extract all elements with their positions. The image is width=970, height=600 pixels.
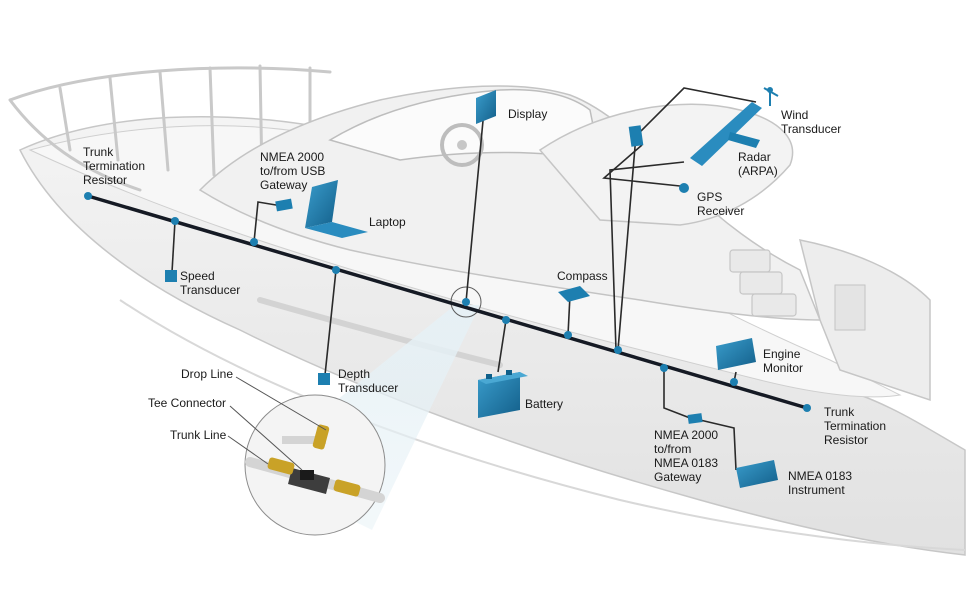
tee-connector-shape <box>288 468 330 494</box>
label-engine-monitor: Engine Monitor <box>763 347 804 375</box>
label-battery: Battery <box>525 397 564 411</box>
label-laptop: Laptop <box>369 215 406 229</box>
label-trunk-line: Trunk Line <box>170 428 227 442</box>
label-tee-connector: Tee Connector <box>148 396 227 410</box>
label-nmea0183-instrument: NMEA 0183 Instrument <box>788 469 853 497</box>
engine-monitor-device <box>716 338 756 370</box>
label-trunk-resistor-left: Trunk Termination Resistor <box>83 145 146 187</box>
label-wind-transducer: Wind Transducer <box>781 108 842 136</box>
usb-gateway-device <box>275 198 293 212</box>
label-display: Display <box>508 107 548 121</box>
nmea0183-gateway-device <box>687 413 703 424</box>
label-compass: Compass <box>557 269 608 283</box>
connector-inset <box>244 394 386 536</box>
radar-antenna <box>690 102 762 166</box>
radar-sensor-box <box>628 125 644 147</box>
label-usb-gateway: NMEA 2000 to/from USB Gateway <box>260 150 326 192</box>
laptop-device <box>305 180 368 238</box>
steering-wheel <box>440 123 484 167</box>
nmea0183-instrument-device <box>736 460 778 488</box>
gps-receiver-device <box>679 183 689 193</box>
hull-windows <box>257 297 503 368</box>
label-gps-receiver: GPS Receiver <box>697 190 745 218</box>
stern-door <box>834 284 866 331</box>
inset-leader-lines <box>227 376 327 471</box>
label-depth-transducer: Depth Transducer <box>338 367 399 395</box>
wind-transducer-device <box>763 87 779 106</box>
label-speed-transducer: Speed Transducer <box>180 269 241 297</box>
compass-device <box>558 286 590 302</box>
label-nmea0183-gateway: NMEA 2000 to/from NMEA 0183 Gateway <box>654 428 719 484</box>
drop-lines <box>171 109 737 471</box>
radar-wiring <box>602 87 757 187</box>
battery-device <box>478 370 528 418</box>
trunk-line-backbone <box>87 194 808 410</box>
bow-rail <box>8 64 332 192</box>
label-trunk-resistor-right: Trunk Termination Resistor <box>824 405 887 447</box>
depth-transducer-device <box>318 373 330 385</box>
label-radar: Radar (ARPA) <box>738 150 778 178</box>
stern-steps <box>729 249 797 317</box>
label-drop-line: Drop Line <box>181 367 234 381</box>
speed-transducer-device <box>165 270 177 282</box>
display-device <box>476 90 496 124</box>
tee-nodes <box>84 192 811 412</box>
